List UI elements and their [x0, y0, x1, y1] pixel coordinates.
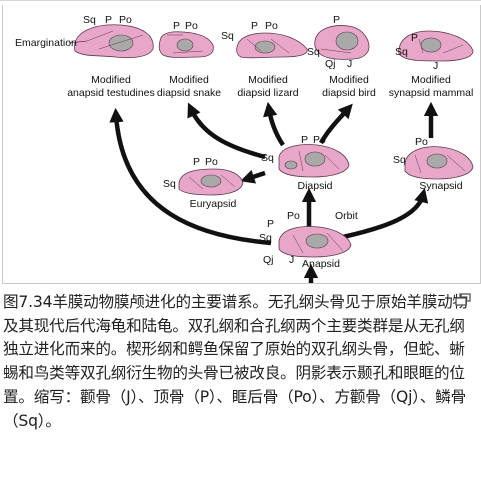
arrow-diapsid-to-lizard [263, 101, 285, 147]
anapsid-po-label: Po [287, 210, 300, 222]
bird-qj-label: Qj [325, 58, 336, 70]
lizard-line2: diapsid lizard [237, 87, 298, 99]
arrow-diapsid-to-euryapsid [240, 169, 266, 184]
euryapsid-po-label: Po [205, 156, 218, 168]
diagram-svg: Emargination Sq P Po P Po Sq P Po P Sq Q… [15, 14, 474, 283]
arrow-diapsid-to-bird [319, 103, 353, 145]
mammal-line2: synapsid mammal [389, 87, 474, 99]
lizard-line1: Modified [248, 74, 288, 86]
lizard-skull [236, 32, 308, 59]
testudines-line2: anapsid testudines [67, 87, 155, 99]
anapsid-orbit-label: Orbit [335, 210, 358, 222]
bird-sq-label: Sq [307, 46, 320, 58]
bird-skull [314, 25, 370, 60]
snake-line1: Modified [169, 74, 209, 86]
bird-line1: Modified [329, 74, 369, 86]
snake-skull [158, 31, 214, 58]
arrow-anapsid-to-synapsid [342, 188, 429, 240]
figure-caption: 图7.34羊膜动物膜颅进化的主要谱系。无孔纲头骨见于原始羊膜动物及其现代后代海龟… [3, 293, 468, 430]
bird-p-label: P [333, 14, 340, 26]
turtle-sq-label: Sq [83, 14, 96, 26]
mammal-skull [398, 30, 474, 62]
mammal-j-label: J [433, 60, 438, 72]
anapsid-label: Anapsid [302, 258, 340, 270]
euryapsid-label: Euryapsid [190, 198, 237, 210]
lizard-sq-label: Sq [221, 30, 234, 42]
turtle-skull [74, 24, 154, 59]
mammal-line1: Modified [411, 74, 451, 86]
bird-j-label: J [347, 58, 352, 70]
anapsid-qj-label: Qj [263, 254, 274, 266]
expand-icon[interactable] [455, 293, 471, 306]
lizard-p-label: P [251, 20, 258, 32]
snake-po-label: Po [185, 20, 198, 32]
synapsid-skull [404, 146, 474, 180]
diapsid-sq-label: Sq [261, 152, 274, 164]
anapsid-sq-label: Sq [259, 232, 272, 244]
snake-line2: diapsid snake [157, 87, 221, 99]
anapsid-p-label: P [267, 218, 274, 230]
turtle-p-label: P [105, 14, 112, 26]
diapsid-label: Diapsid [297, 180, 332, 192]
anapsid-skull [278, 226, 352, 258]
diapsid-p-label: P [301, 134, 308, 146]
diagram-labels: Emargination Sq P Po P Po Sq P Po P Sq Q… [15, 14, 473, 270]
synapsid-po-label: Po [415, 136, 428, 148]
mammal-p-label: P [411, 32, 418, 44]
diapsid-skull [278, 144, 350, 178]
bird-line2: diapsid bird [322, 87, 376, 99]
skull-evolution-diagram: Emargination Sq P Po P Po Sq P Po P Sq Q… [2, 5, 481, 284]
mammal-sq-label: Sq [395, 46, 408, 58]
arrow-diapsid-to-snake [187, 102, 266, 160]
lizard-po-label: Po [265, 20, 278, 32]
arrow-anapsid-to-testudines [109, 107, 272, 246]
turtle-po-label: Po [119, 14, 132, 26]
testudines-line1: Modified [91, 74, 131, 86]
euryapsid-p-label: P [193, 156, 200, 168]
diapsid-po-label: Po [313, 134, 326, 146]
synapsid-sq-label: Sq [393, 154, 406, 166]
snake-p-label: P [173, 20, 180, 32]
emargination-label: Emargination [15, 37, 77, 49]
euryapsid-sq-label: Sq [163, 178, 176, 190]
anapsid-j-label: J [289, 254, 294, 266]
evolution-arrows [109, 101, 439, 283]
synapsid-label: Synapsid [419, 180, 462, 192]
euryapsid-skull [178, 168, 244, 196]
